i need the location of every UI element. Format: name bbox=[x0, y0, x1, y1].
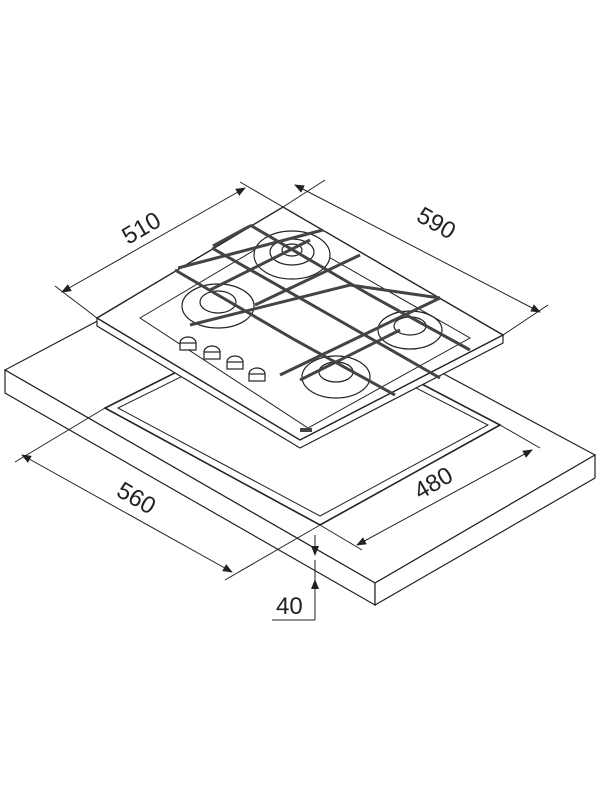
dimension-510-label: 510 bbox=[118, 207, 166, 250]
dimension-560-label: 560 bbox=[112, 477, 160, 520]
dimension-40: 40 bbox=[272, 535, 319, 621]
knob-4 bbox=[248, 367, 266, 382]
burner-left bbox=[181, 283, 255, 329]
knob-2 bbox=[203, 345, 221, 360]
brand-badge bbox=[300, 428, 312, 432]
dimension-590-label: 590 bbox=[412, 202, 460, 245]
knob-3 bbox=[226, 355, 244, 370]
dimension-40-label: 40 bbox=[276, 593, 303, 620]
knob-1 bbox=[179, 336, 197, 351]
control-knobs bbox=[179, 336, 266, 382]
